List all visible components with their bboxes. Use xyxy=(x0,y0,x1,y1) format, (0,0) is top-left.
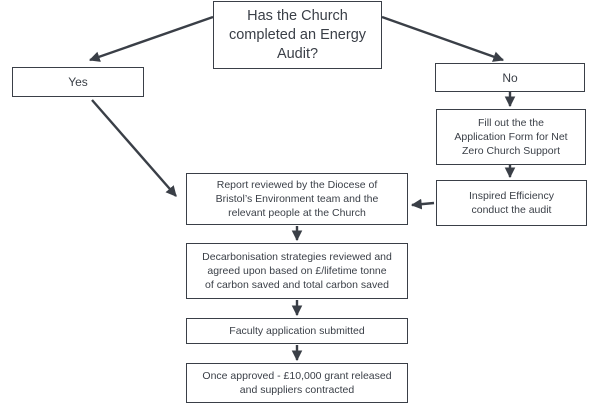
arrow-question-to-yes xyxy=(88,15,214,62)
no-box: No xyxy=(435,63,585,92)
arrow-yes-to-report xyxy=(91,99,177,197)
arrow-question-to-no xyxy=(381,15,505,62)
decarbonisation-text: Decarbonisation strategies reviewed and … xyxy=(202,251,392,291)
decarbonisation-box: Decarbonisation strategies reviewed and … xyxy=(186,243,408,299)
faculty-application-text: Faculty application submitted xyxy=(229,325,365,337)
report-review-text: Report reviewed by the Diocese of Bristo… xyxy=(215,179,379,219)
audit-text: Inspired Efficiency conduct the audit xyxy=(468,190,554,216)
grant-release-box: Once approved - £10,000 grant released a… xyxy=(186,363,408,403)
yes-box: Yes xyxy=(12,67,144,97)
energy-audit-question-box: Has the Church completed an Energy Audit… xyxy=(213,1,382,69)
no-label: No xyxy=(502,70,518,85)
report-review-box: Report reviewed by the Diocese of Bristo… xyxy=(186,173,408,225)
audit-box: Inspired Efficiency conduct the audit xyxy=(436,180,587,226)
application-form-text: Fill out the the Application Form for Ne… xyxy=(454,117,568,157)
arrow-audit-to-report xyxy=(410,198,435,210)
yes-label: Yes xyxy=(68,75,88,89)
energy-audit-question-text: Has the Church completed an Energy Audit… xyxy=(228,7,367,62)
application-form-box: Fill out the the Application Form for Ne… xyxy=(436,109,586,165)
faculty-application-box: Faculty application submitted xyxy=(186,318,408,344)
grant-release-text: Once approved - £10,000 grant released a… xyxy=(202,370,392,396)
